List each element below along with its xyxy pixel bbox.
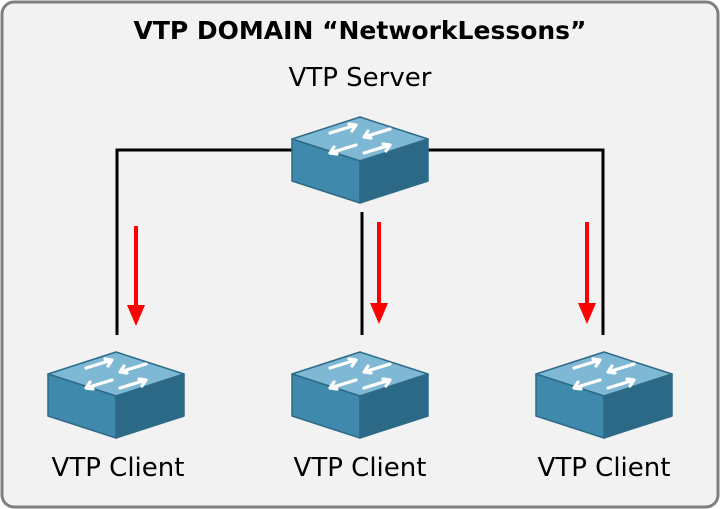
update-arrows — [127, 222, 596, 326]
connector-lines — [115, 148, 605, 335]
diagram-title: VTP DOMAIN “NetworkLessons” — [133, 16, 587, 45]
arrow-to-client-2 — [370, 222, 388, 324]
vtp-client-label: VTP Client — [51, 453, 185, 483]
vtp-server-label: VTP Server — [288, 63, 432, 93]
connector-right — [425, 148, 605, 335]
arrow-to-client-1 — [127, 226, 145, 326]
arrow-to-client-3 — [578, 222, 596, 324]
connector-left — [115, 148, 295, 335]
vtp-client-label: VTP Client — [293, 453, 427, 483]
vtp-client-label: VTP Client — [537, 453, 671, 483]
